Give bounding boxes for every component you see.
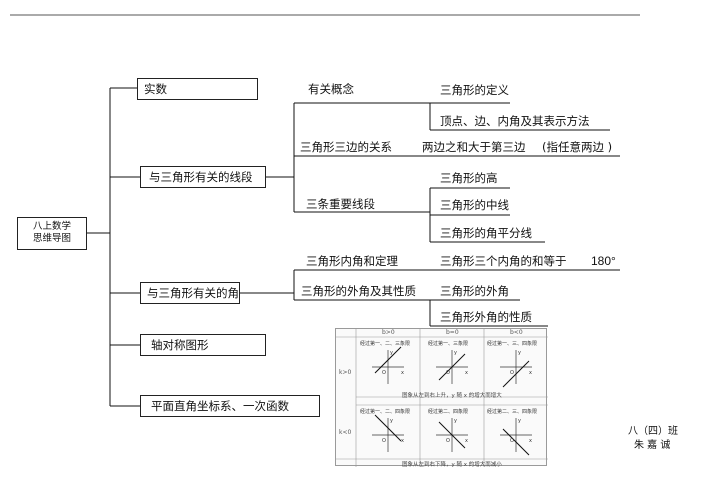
label-side-rule-note: (指任意两边 ) bbox=[542, 140, 613, 154]
graph-r1c2-line bbox=[438, 353, 466, 381]
root-node: 八上数学 思维导图 bbox=[17, 217, 87, 250]
cell-r2c1: 经过第一、二、四象限 bbox=[360, 409, 411, 415]
label-interior-theorem: 三角形内角和定理 bbox=[306, 254, 398, 268]
label-exterior-props: 三角形的外角及其性质 bbox=[301, 284, 416, 298]
node-triangle-angles-label: 与三角形有关的角 bbox=[147, 286, 239, 300]
label-related-concepts: 有关概念 bbox=[308, 82, 354, 96]
label-exterior-property: 三角形外角的性质 bbox=[440, 310, 532, 324]
graph-r2c3-x-label: x bbox=[529, 438, 532, 444]
node-triangle-angles: 与三角形有关的角 bbox=[140, 282, 240, 304]
graph-r2c3-origin-label: O bbox=[510, 438, 514, 444]
graph-r1c3-x-label: x bbox=[529, 370, 532, 376]
graph-r1c1-y-label: y bbox=[390, 350, 393, 356]
signature-class: 八（四）班 bbox=[628, 426, 678, 437]
graph-r1c3-line bbox=[502, 360, 530, 388]
graph-r2c2-line bbox=[438, 421, 466, 449]
graph-r2c2-origin-label: O bbox=[446, 438, 450, 444]
graph-r1c3-y-label: y bbox=[518, 350, 521, 356]
graph-r1c1-origin-label: O bbox=[382, 370, 386, 376]
label-interior-sum: 三角形三个内角的和等于 bbox=[440, 254, 567, 268]
node-real-numbers: 实数 bbox=[137, 78, 258, 100]
row2-caption: 图象从左到右下降，y 随 x 的增大而减小 bbox=[402, 462, 502, 468]
graph-r2c3-line bbox=[502, 428, 530, 456]
graph-r2c2-x-label: x bbox=[465, 438, 468, 444]
row-header-2: k<0 bbox=[339, 429, 352, 436]
root-label-line2: 思维导图 bbox=[32, 233, 71, 244]
node-coordinates-linear: 平面直角坐标系、一次函数 bbox=[140, 395, 320, 417]
graph-r2c1-origin-label: O bbox=[382, 438, 386, 444]
node-triangle-segments-label: 与三角形有关的线段 bbox=[149, 170, 253, 184]
col-header-2: b=0 bbox=[446, 329, 459, 336]
graph-r1c1-x-label: x bbox=[401, 370, 404, 376]
label-altitude: 三角形的高 bbox=[440, 171, 498, 185]
row1-caption: 图象从左到右上升，y 随 x 的增大而增大 bbox=[402, 393, 502, 399]
label-median: 三角形的中线 bbox=[440, 198, 509, 212]
cell-r2c2: 经过第二、四象限 bbox=[428, 409, 469, 415]
label-notation: 顶点、边、内角及其表示方法 bbox=[440, 114, 590, 128]
graph-r1c3-origin-label: O bbox=[510, 370, 514, 376]
label-three-sides: 三角形三边的关系 bbox=[300, 140, 392, 154]
col-header-1: b>0 bbox=[382, 329, 395, 336]
graph-r1c2-y-label: y bbox=[454, 350, 457, 356]
graph-r1c2-x-label: x bbox=[465, 370, 468, 376]
label-important-segments: 三条重要线段 bbox=[306, 197, 375, 211]
graph-r2c1-line bbox=[374, 414, 402, 442]
label-bisector: 三角形的角平分线 bbox=[440, 226, 532, 240]
linear-function-table-grid bbox=[336, 329, 548, 467]
graph-r2c3-y-label: y bbox=[518, 418, 521, 424]
label-interior-value: 180° bbox=[591, 254, 616, 268]
graph-r2c1-x-label: x bbox=[401, 438, 404, 444]
node-axial-symmetry: 轴对称图形 bbox=[140, 334, 266, 356]
cell-r2c3: 经过第二、三、四象限 bbox=[487, 409, 538, 415]
row-header-1: k>0 bbox=[339, 369, 352, 376]
cell-r1c1: 经过第一、二、三象限 bbox=[360, 341, 411, 347]
node-axial-symmetry-label: 轴对称图形 bbox=[151, 338, 209, 352]
col-header-3: b<0 bbox=[510, 329, 523, 336]
graph-r1c2-origin-label: O bbox=[446, 370, 450, 376]
graph-r2c1-y-label: y bbox=[390, 418, 393, 424]
label-side-rule: 两边之和大于第三边 bbox=[422, 140, 526, 154]
root-label-line1: 八上数学 bbox=[32, 221, 71, 232]
graph-r1c1-line bbox=[374, 346, 402, 374]
signature: 八（四）班 朱 嘉 诚 bbox=[628, 425, 678, 453]
graph-r2c2-y-label: y bbox=[454, 418, 457, 424]
label-exterior-angle: 三角形的外角 bbox=[440, 284, 509, 298]
node-coordinates-linear-label: 平面直角坐标系、一次函数 bbox=[151, 399, 289, 413]
node-real-numbers-label: 实数 bbox=[144, 82, 167, 96]
signature-name: 朱 嘉 诚 bbox=[634, 440, 671, 451]
linear-function-table: b>0 b=0 b<0 k>0 k<0 经过第一、二、三象限 经过第一、三象限 … bbox=[335, 328, 548, 468]
label-definition: 三角形的定义 bbox=[440, 83, 509, 97]
cell-r1c3: 经过第一、三、四象限 bbox=[487, 341, 538, 347]
node-triangle-segments: 与三角形有关的线段 bbox=[140, 166, 266, 188]
cell-r1c2: 经过第一、三象限 bbox=[428, 341, 469, 347]
